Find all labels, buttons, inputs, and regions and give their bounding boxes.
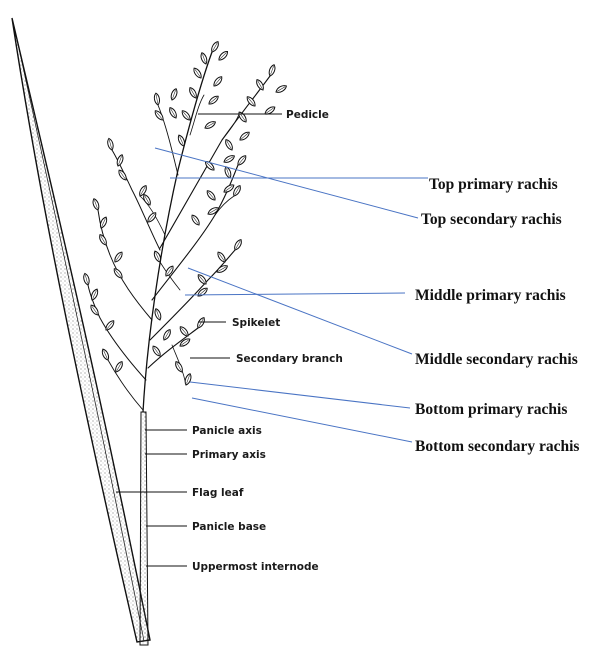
spikelets: [83, 40, 288, 385]
label-secondary-branch: Secondary branch: [236, 353, 343, 365]
callout-lines: [155, 148, 428, 442]
callout-bottom-secondary-rachis: Bottom secondary rachis: [415, 438, 579, 455]
label-panicle-base: Panicle base: [192, 521, 266, 533]
label-flag-leaf: Flag leaf: [192, 487, 244, 499]
label-pedicle: Pedicle: [286, 109, 329, 121]
callout-middle-secondary-rachis: Middle secondary rachis: [415, 351, 578, 368]
callout-top-secondary-rachis: Top secondary rachis: [421, 211, 562, 228]
label-spikelet: Spikelet: [232, 317, 280, 329]
stem-drawing: [140, 412, 148, 645]
label-panicle-axis: Panicle axis: [192, 425, 262, 437]
callout-bottom-primary-rachis: Bottom primary rachis: [415, 401, 567, 418]
label-uppermost-internode: Uppermost internode: [192, 561, 319, 573]
callout-middle-primary-rachis: Middle primary rachis: [415, 287, 566, 304]
label-primary-axis: Primary axis: [192, 449, 266, 461]
flag-leaf-drawing: [12, 18, 150, 642]
callout-top-primary-rachis: Top primary rachis: [429, 176, 558, 193]
